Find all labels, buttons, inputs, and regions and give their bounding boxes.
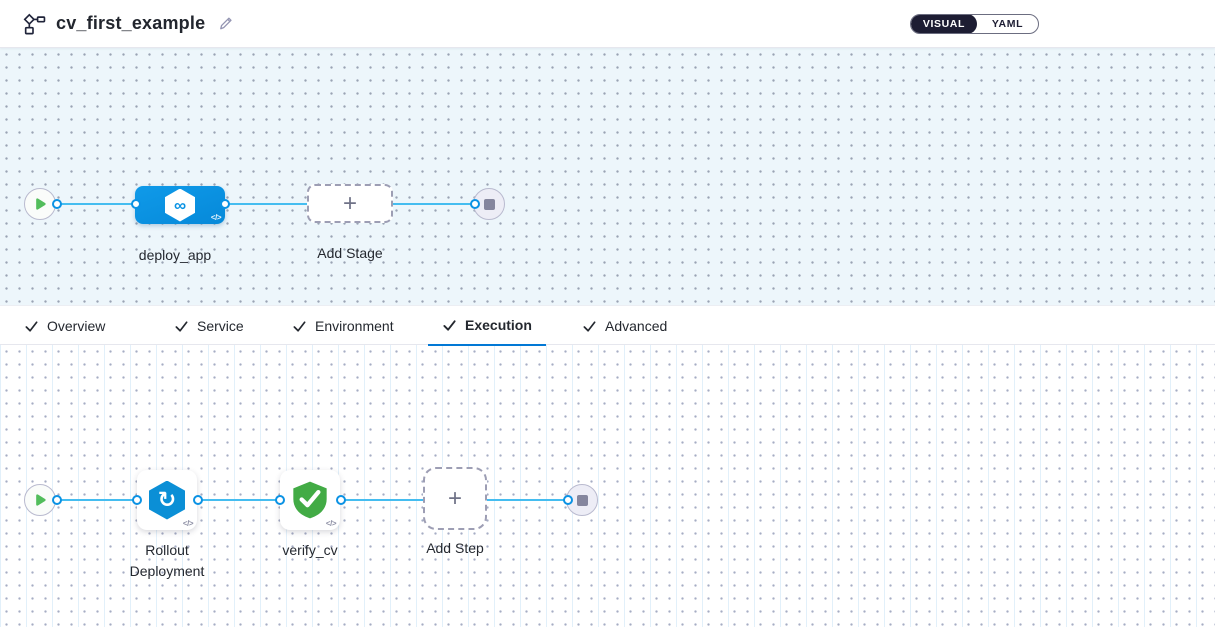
code-icon: </> xyxy=(182,519,194,528)
check-icon xyxy=(583,320,596,332)
stage-config-tabs: Overview Service Environment Execution A… xyxy=(0,305,1215,346)
tab-environment[interactable]: Environment xyxy=(278,306,408,346)
stage-link xyxy=(392,203,476,205)
stage-node-deploy-app[interactable]: ∞ </> xyxy=(135,186,225,224)
connector-port[interactable] xyxy=(220,199,230,209)
tab-service[interactable]: Service xyxy=(160,306,258,346)
execution-canvas: ↻ </> </> + Rollout Deployment verify_cv… xyxy=(0,345,1215,627)
step-node-rollout-deployment[interactable]: ↻ </> xyxy=(137,470,197,530)
check-icon xyxy=(175,320,188,332)
verify-shield-icon xyxy=(293,481,327,519)
play-icon xyxy=(36,198,46,210)
step-name-label: verify_cv xyxy=(282,542,338,558)
connector-port[interactable] xyxy=(470,199,480,209)
step-link xyxy=(55,499,139,501)
connector-port[interactable] xyxy=(132,495,142,505)
stop-icon xyxy=(576,494,588,506)
step-node-verify-cv[interactable]: </> xyxy=(280,470,340,530)
stop-icon xyxy=(483,198,495,210)
plus-icon: + xyxy=(342,189,357,217)
visual-toggle-button[interactable]: VISUAL xyxy=(910,14,977,33)
pipeline-title: cv_first_example xyxy=(56,13,206,33)
connector-port[interactable] xyxy=(336,495,346,505)
add-step-button[interactable]: + xyxy=(423,467,487,530)
check-icon xyxy=(25,320,38,332)
edit-pencil-icon[interactable] xyxy=(215,13,236,34)
stage-name-label: deploy_app xyxy=(138,247,212,263)
connector-port[interactable] xyxy=(193,495,203,505)
connector-port[interactable] xyxy=(52,495,62,505)
stage-canvas: ∞ </> + deploy_app Add Stage xyxy=(0,48,1215,305)
add-stage-button[interactable]: + xyxy=(307,184,393,223)
yaml-toggle-button[interactable]: YAML xyxy=(977,15,1038,33)
step-link xyxy=(341,499,425,501)
check-icon xyxy=(293,320,306,332)
play-icon xyxy=(36,494,46,506)
plus-icon: + xyxy=(447,484,462,512)
connector-port[interactable] xyxy=(131,199,141,209)
rollout-deployment-icon: ↻ xyxy=(149,480,185,520)
step-name-label: Rollout Deployment xyxy=(129,542,205,579)
cd-stage-icon: ∞ xyxy=(165,188,195,222)
add-stage-label: Add Stage xyxy=(317,245,383,261)
step-link xyxy=(197,499,282,501)
stage-link xyxy=(224,203,308,205)
connector-port[interactable] xyxy=(52,199,62,209)
pipeline-header: cv_first_example VISUAL YAML xyxy=(0,0,1215,48)
code-icon: </> xyxy=(210,213,222,222)
check-icon xyxy=(443,319,456,331)
code-icon: </> xyxy=(325,519,337,528)
tab-advanced[interactable]: Advanced xyxy=(568,306,681,346)
connector-port[interactable] xyxy=(563,495,573,505)
tab-overview[interactable]: Overview xyxy=(10,306,119,346)
add-step-label: Add Step xyxy=(426,540,484,556)
step-link xyxy=(487,499,570,501)
pipeline-icon xyxy=(20,13,46,35)
visual-yaml-toggle: VISUAL YAML xyxy=(909,13,1039,34)
connector-port[interactable] xyxy=(275,495,285,505)
pipeline-start-node xyxy=(24,188,56,220)
stage-link xyxy=(55,203,137,205)
tab-execution[interactable]: Execution xyxy=(428,306,546,346)
